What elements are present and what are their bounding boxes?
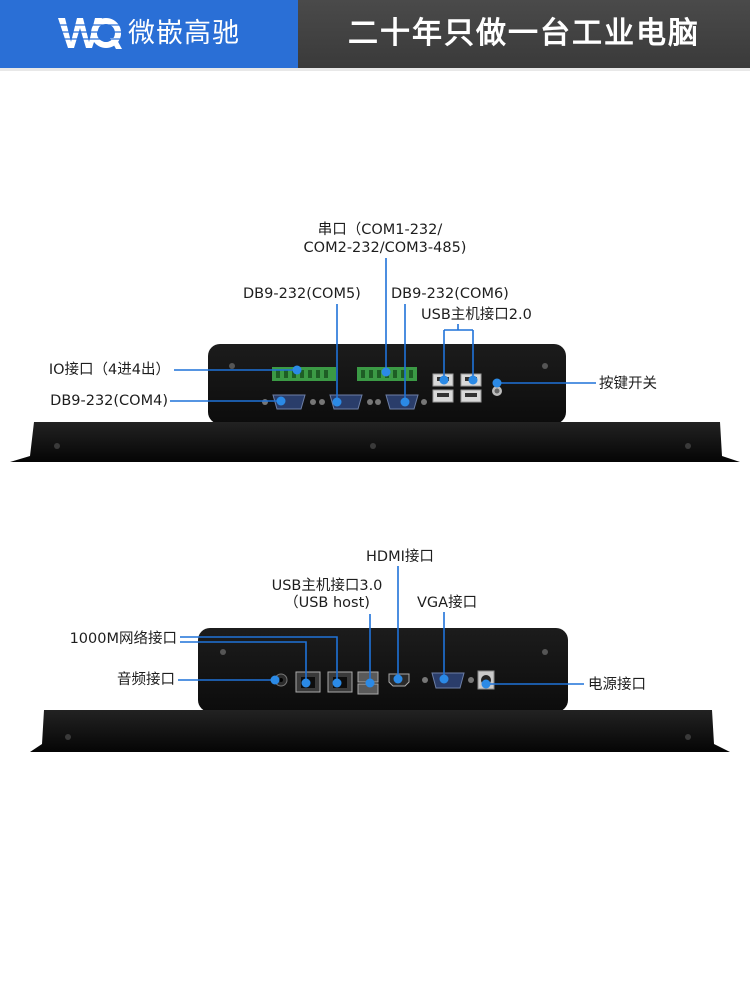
screw-icon: [685, 734, 691, 740]
bottom-base-plate: [30, 710, 730, 752]
leader-dot: [270, 675, 280, 685]
screw-icon: [542, 363, 548, 369]
label-db9-com4: DB9-232(COM4): [50, 393, 168, 409]
leader-dot: [481, 679, 491, 689]
label-serial-line1: 串口（COM1-232/: [317, 222, 443, 238]
leader-dot: [400, 397, 410, 407]
top-leader-lines: [170, 258, 596, 402]
top-leader-dots: [276, 365, 502, 407]
screw-icon: [685, 443, 691, 449]
top-rear-box: [208, 344, 566, 424]
label-hdmi: HDMI接口: [366, 549, 434, 565]
label-db9-com5: DB9-232(COM5): [243, 286, 361, 302]
wq-logo-icon: [58, 18, 122, 49]
screw-icon: [229, 363, 235, 369]
label-vga: VGA接口: [417, 595, 478, 611]
label-lan: 1000M网络接口: [69, 631, 177, 647]
leader-dot: [301, 678, 311, 688]
leader-dot: [468, 375, 478, 385]
leader-dot: [393, 674, 403, 684]
leader-dot: [492, 378, 502, 388]
screw-icon: [220, 649, 226, 655]
label-usb3-line2: （USB host): [284, 595, 370, 611]
screw-icon: [65, 734, 71, 740]
bottom-chassis: [30, 628, 730, 752]
bottom-leader-lines: [178, 566, 584, 685]
brand-area: 微嵌高驰: [0, 0, 298, 68]
bottom-leader-dots: [270, 674, 491, 689]
leader-dot: [292, 365, 302, 375]
label-power: 电源接口: [588, 677, 646, 693]
slogan-area: [298, 0, 750, 68]
label-serial-line2: COM2-232/COM3-485): [303, 240, 467, 256]
label-usb2: USB主机接口2.0: [421, 307, 532, 323]
label-usb3-line1: USB主机接口3.0: [271, 578, 383, 594]
io-terminal-block: [272, 367, 336, 381]
leader-dot: [439, 674, 449, 684]
top-base-plate: [10, 422, 740, 462]
screw-icon: [542, 649, 548, 655]
brand-name: 微嵌高驰: [128, 18, 240, 49]
leader-dot: [439, 375, 449, 385]
leader-dot: [276, 396, 286, 406]
bottom-rear-box: [198, 628, 568, 712]
leader-dot: [332, 678, 342, 688]
screw-icon: [54, 443, 60, 449]
leader-dot: [381, 367, 391, 377]
label-power-switch: 按键开关: [599, 376, 657, 392]
label-io: IO接口（4进4出）: [48, 362, 170, 378]
label-audio: 音频接口: [117, 672, 175, 688]
header-banner: 微嵌高驰 二十年只做一台工业电脑: [0, 0, 750, 71]
power-button-icon: [492, 386, 502, 396]
slogan-text: 二十年只做一台工业电脑: [348, 16, 700, 51]
label-db9-com6: DB9-232(COM6): [391, 286, 509, 302]
leader-dot: [332, 397, 342, 407]
screw-icon: [370, 443, 376, 449]
header-divider: [0, 68, 750, 71]
leader-dot: [365, 678, 375, 688]
